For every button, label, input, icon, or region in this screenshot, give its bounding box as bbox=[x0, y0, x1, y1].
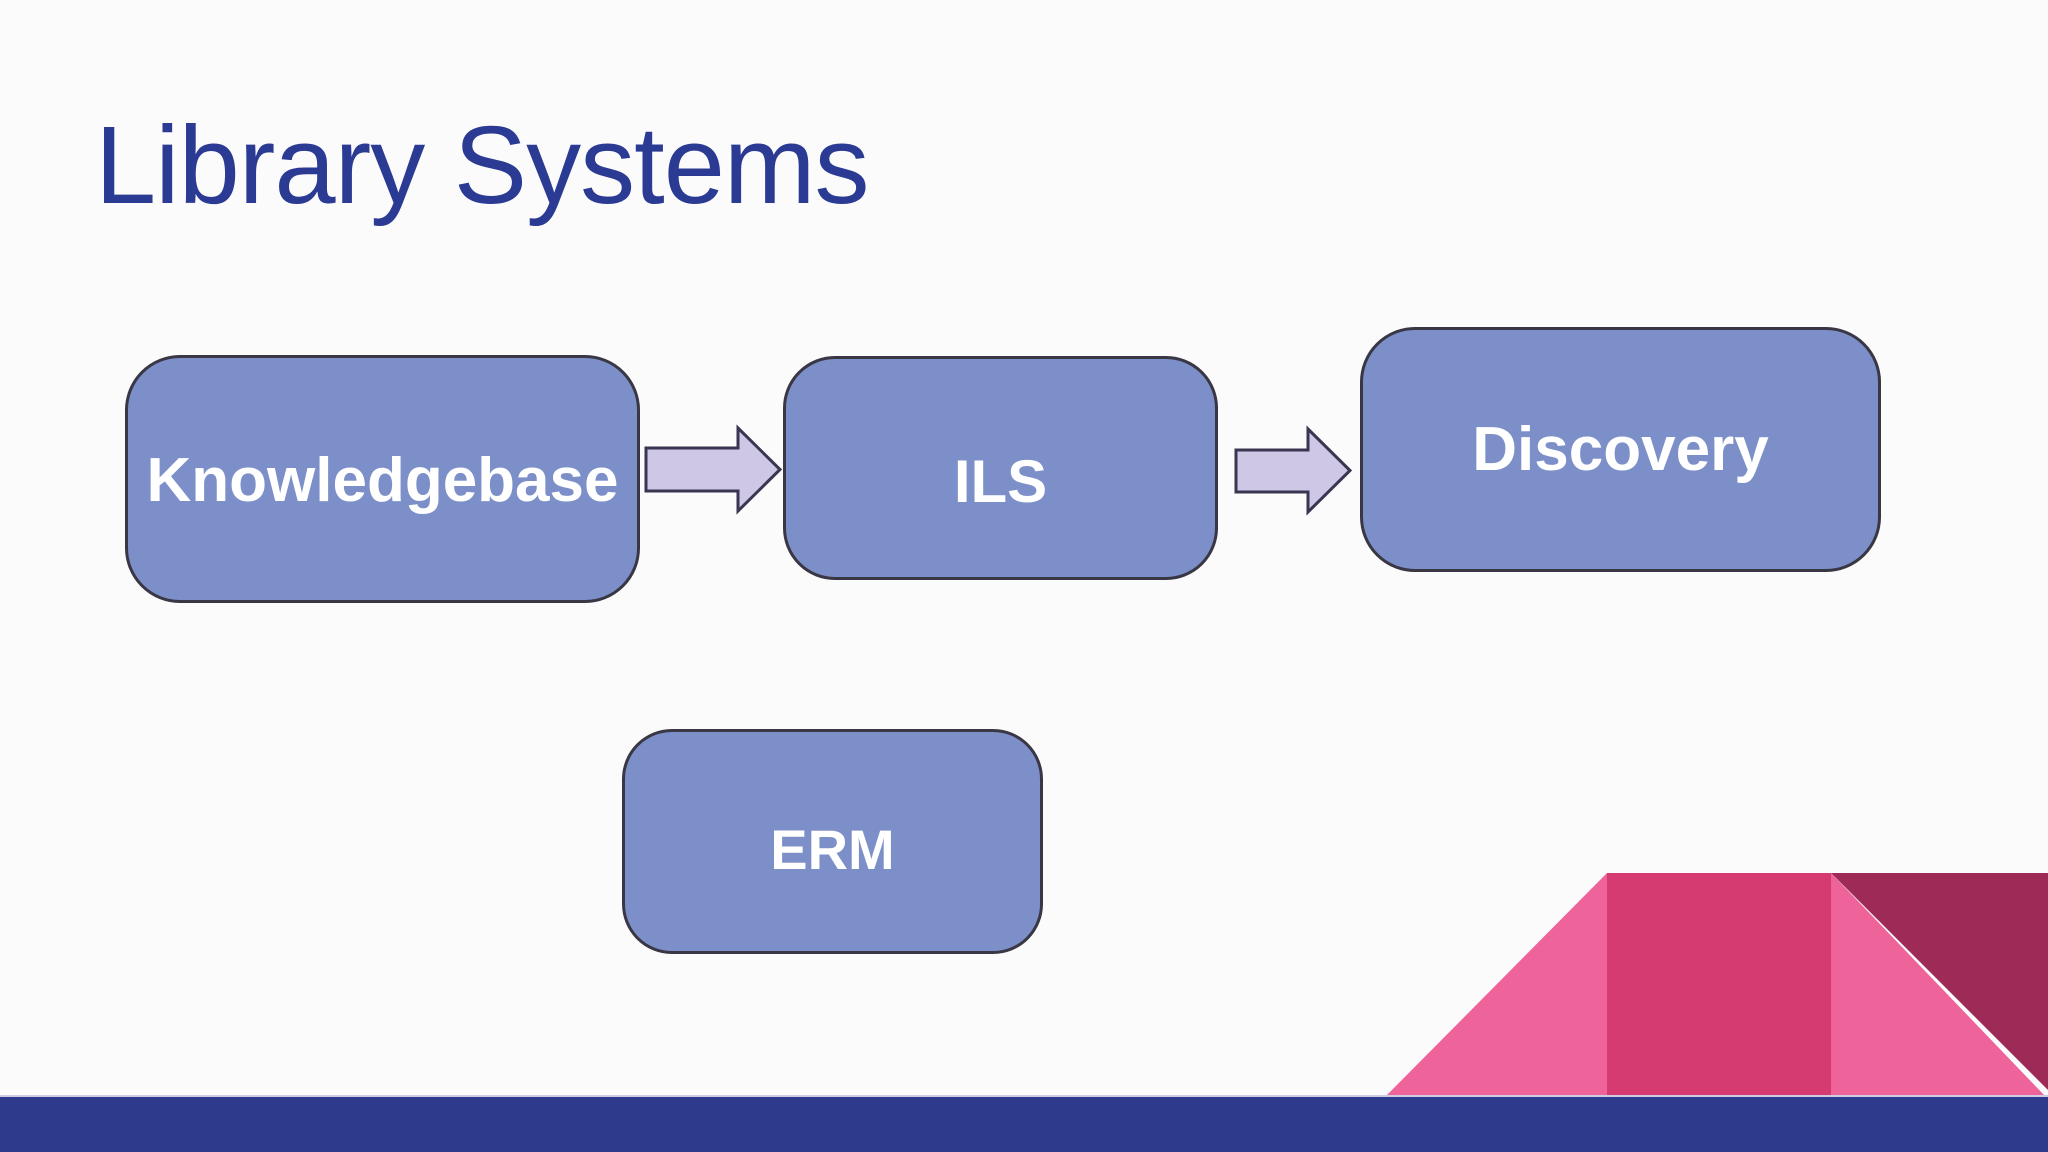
node-discovery-label: Discovery bbox=[1472, 414, 1769, 484]
pink-center-block bbox=[1607, 873, 1831, 1096]
node-ils-label: ILS bbox=[953, 448, 1048, 515]
pink-triangle-left bbox=[1386, 873, 1607, 1096]
page-title: Library Systems bbox=[95, 104, 870, 227]
node-knowledgebase: Knowledgebase bbox=[125, 355, 640, 603]
node-erm: ERM bbox=[622, 729, 1043, 954]
maroon-triangle bbox=[1831, 873, 2048, 1090]
footer-bar bbox=[0, 1095, 2048, 1152]
corner-decoration bbox=[1386, 873, 2048, 1096]
node-knowledgebase-label: Knowledgebase bbox=[146, 446, 619, 515]
node-erm-label: ERM bbox=[770, 817, 895, 881]
pink-triangle-right bbox=[1831, 873, 2045, 1096]
node-ils: ILS bbox=[783, 356, 1218, 580]
arrow-right-icon-kb-to-ils bbox=[644, 424, 783, 515]
node-discovery: Discovery bbox=[1360, 327, 1881, 572]
arrow-right-icon-ils-to-discovery bbox=[1234, 425, 1353, 516]
